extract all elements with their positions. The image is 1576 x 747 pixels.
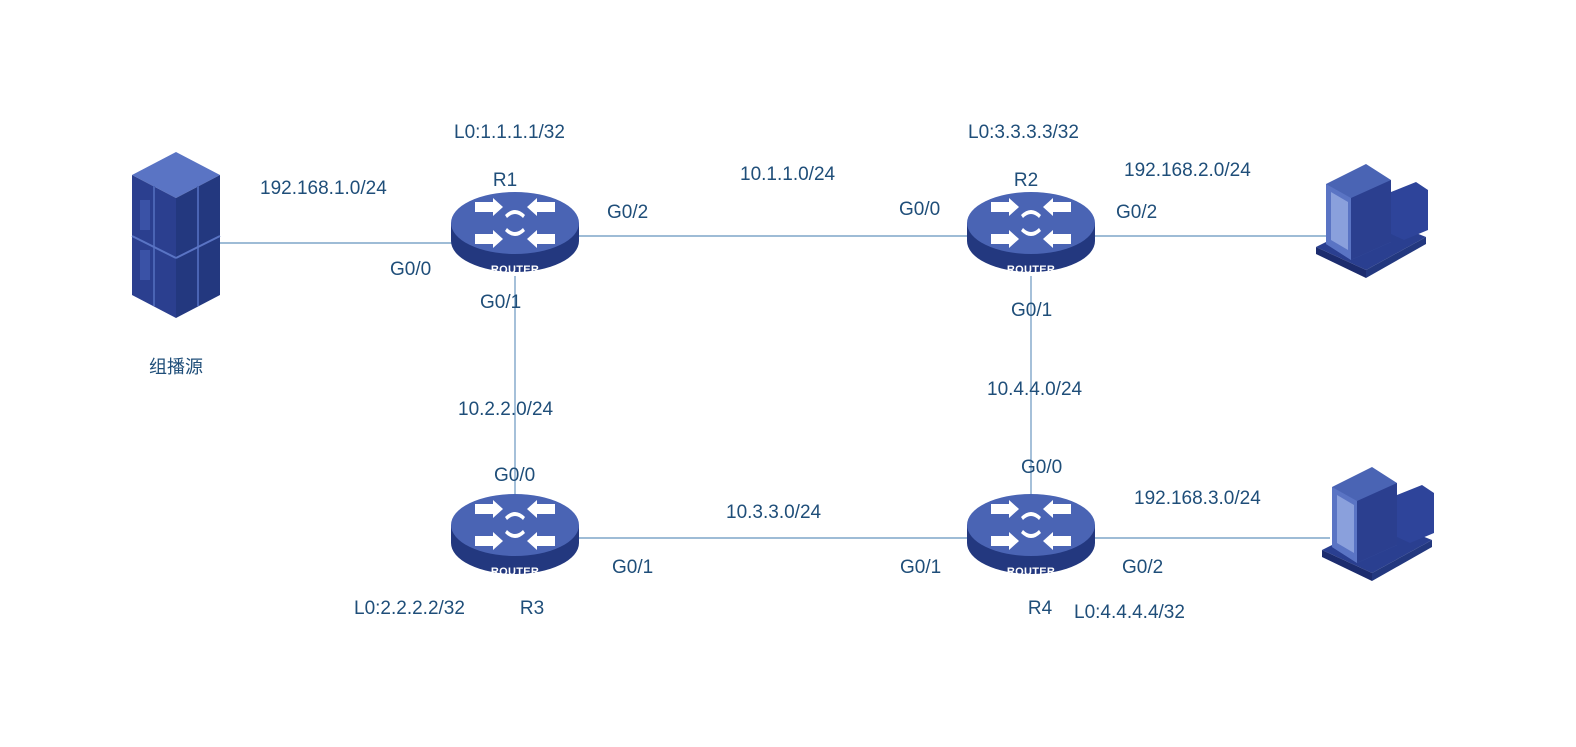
iface-r4-g01: G0/1 bbox=[900, 557, 941, 578]
pc-host-1-icon bbox=[1316, 164, 1428, 278]
network-r2-pc1-label: 192.168.2.0/24 bbox=[1124, 160, 1251, 181]
router-r3-badge: ROUTER bbox=[491, 566, 539, 578]
iface-r4-g02: G0/2 bbox=[1122, 557, 1163, 578]
router-r1-badge: ROUTER bbox=[491, 264, 539, 276]
iface-r1-g00: G0/0 bbox=[390, 259, 431, 280]
iface-r1-g01: G0/1 bbox=[480, 292, 521, 313]
multicast-source-server-icon bbox=[131, 152, 221, 318]
multicast-source-label: 组播源 bbox=[149, 357, 203, 378]
network-r3-r4-label: 10.3.3.0/24 bbox=[726, 502, 822, 523]
router-r4-icon: ROUTER bbox=[967, 494, 1095, 578]
pc-host-2-icon bbox=[1322, 467, 1434, 581]
iface-r2-g00: G0/0 bbox=[899, 199, 940, 220]
network-r2-r4-label: 10.4.4.0/24 bbox=[987, 379, 1083, 400]
router-r1-loopback: L0:1.1.1.1/32 bbox=[454, 122, 565, 143]
router-r2-name: R2 bbox=[1014, 170, 1038, 191]
iface-r4-g00: G0/0 bbox=[1021, 457, 1062, 478]
router-r1-icon: ROUTER bbox=[451, 192, 579, 276]
router-r2-badge: ROUTER bbox=[1007, 264, 1055, 276]
router-r3-loopback: L0:2.2.2.2/32 bbox=[354, 598, 465, 619]
iface-r2-g02: G0/2 bbox=[1116, 202, 1157, 223]
router-r1-name: R1 bbox=[493, 170, 517, 191]
network-r1-r2-label: 10.1.1.0/24 bbox=[740, 164, 836, 185]
iface-r3-g01: G0/1 bbox=[612, 557, 653, 578]
iface-r1-g02: G0/2 bbox=[607, 202, 648, 223]
network-src-r1-label: 192.168.1.0/24 bbox=[260, 178, 387, 199]
network-r1-r3-label: 10.2.2.0/24 bbox=[458, 399, 554, 420]
iface-r2-g01: G0/1 bbox=[1011, 300, 1052, 321]
router-r2-icon: ROUTER bbox=[967, 192, 1095, 276]
iface-r3-g00: G0/0 bbox=[494, 465, 535, 486]
router-r4-loopback: L0:4.4.4.4/32 bbox=[1074, 602, 1185, 623]
network-r4-pc2-label: 192.168.3.0/24 bbox=[1134, 488, 1261, 509]
router-r4-name: R4 bbox=[1028, 598, 1053, 619]
router-r2-loopback: L0:3.3.3.3/32 bbox=[968, 122, 1079, 143]
router-r3-name: R3 bbox=[520, 598, 544, 619]
router-r4-badge: ROUTER bbox=[1007, 566, 1055, 578]
router-r3-icon: ROUTER bbox=[451, 494, 579, 578]
